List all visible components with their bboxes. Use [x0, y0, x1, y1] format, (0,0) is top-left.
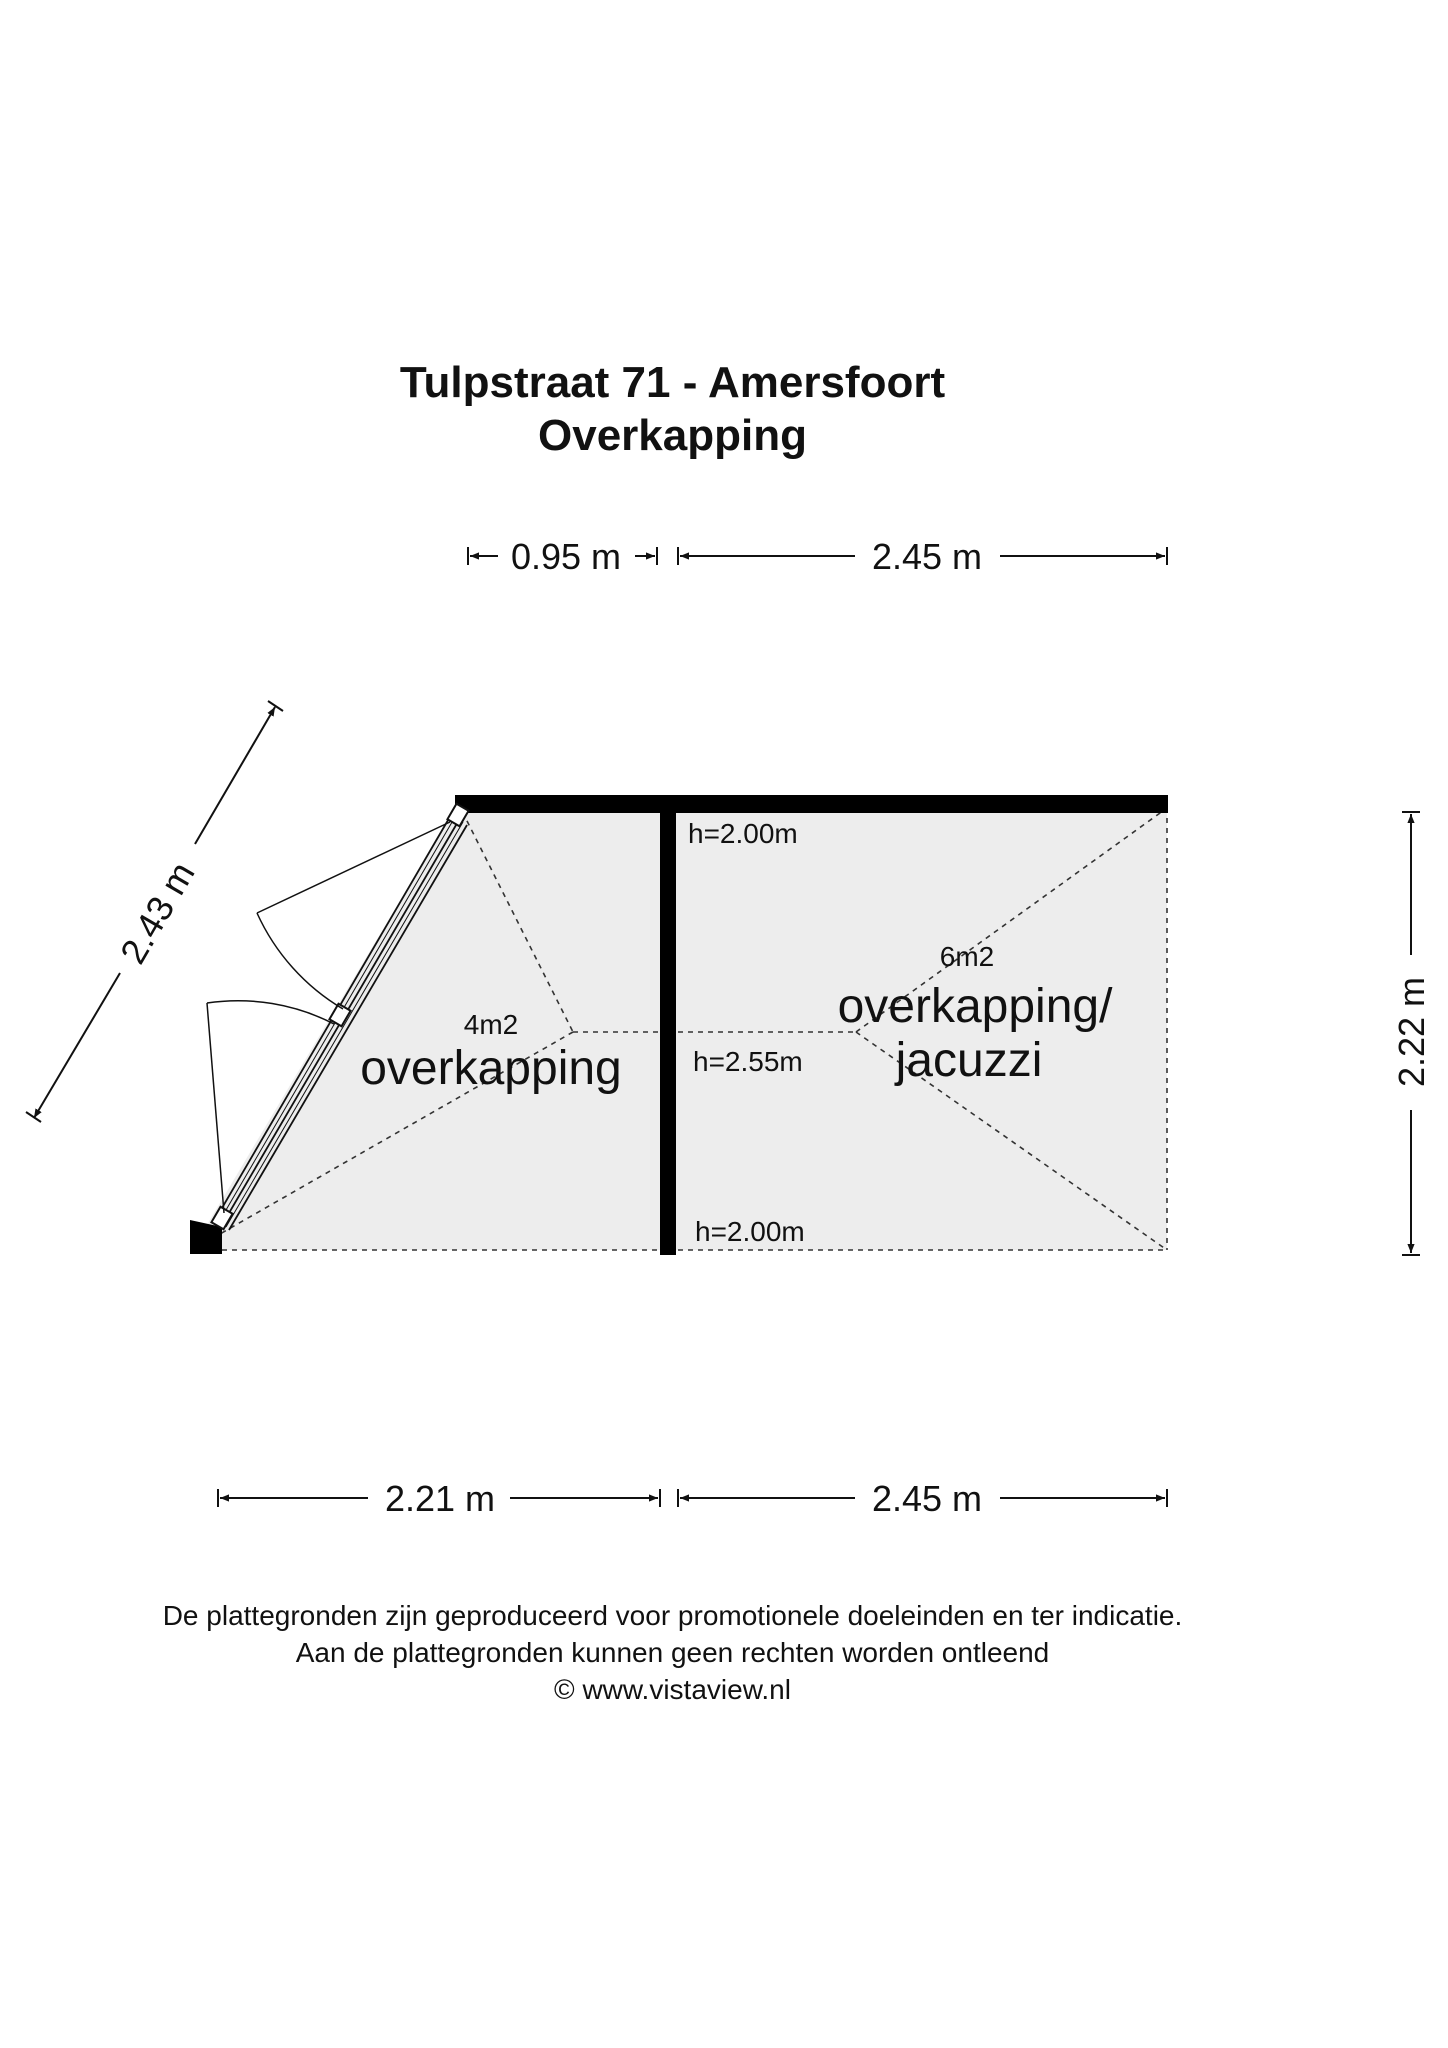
dimension-label-top-right: 2.45 m: [872, 536, 982, 577]
dimension-diagonal: [25, 700, 284, 1123]
room-name-left: overkapping: [360, 1042, 622, 1095]
corner-wall: [190, 1220, 222, 1254]
dimension-label-bottom-right: 2.45 m: [872, 1478, 982, 1519]
door-frames: [210, 802, 470, 1231]
height-label-middle: h=2.55m: [693, 1046, 803, 1077]
copyright-link[interactable]: © www.vistaview.nl: [554, 1674, 791, 1705]
dimension-label-top-left: 0.95 m: [511, 536, 621, 577]
room-name-right-line2: jacuzzi: [894, 1034, 1043, 1087]
dimension-label-diagonal: 2.43 m: [112, 855, 203, 971]
dimension-label-bottom-left: 2.21 m: [385, 1478, 495, 1519]
room-area-left: 4m2: [464, 1009, 518, 1040]
middle-wall: [660, 805, 676, 1255]
roof-lines-left: [191, 802, 668, 1251]
roof-lines-right: [668, 807, 1168, 1251]
room-name-right-line1: overkapping/: [838, 980, 1114, 1033]
dimension-right: [1402, 811, 1420, 1256]
disclaimer-line-1: De plattegronden zijn geproduceerd voor …: [162, 1600, 1183, 1631]
door-swing-upper: [256, 821, 451, 1010]
room-area-right: 6m2: [940, 941, 994, 972]
disclaimer-line-2: Aan de plattegronden kunnen geen rechten…: [295, 1637, 1050, 1668]
dimension-bottom-right: [677, 1489, 1168, 1507]
height-label-top: h=2.00m: [688, 818, 798, 849]
plan-title-room: Overkapping: [538, 411, 807, 460]
top-wall: [455, 795, 1168, 813]
dimension-label-right: 2.22 m: [1391, 977, 1432, 1087]
door-swing-lower: [206, 1000, 335, 1214]
height-label-bottom: h=2.00m: [695, 1216, 805, 1247]
floor-area: [192, 803, 1167, 1250]
dimension-bottom-left: [217, 1489, 661, 1507]
plan-title-address: Tulpstraat 71 - Amersfoort: [399, 358, 946, 407]
dimension-top-left: [467, 547, 658, 565]
dimension-top-right: [677, 547, 1168, 565]
